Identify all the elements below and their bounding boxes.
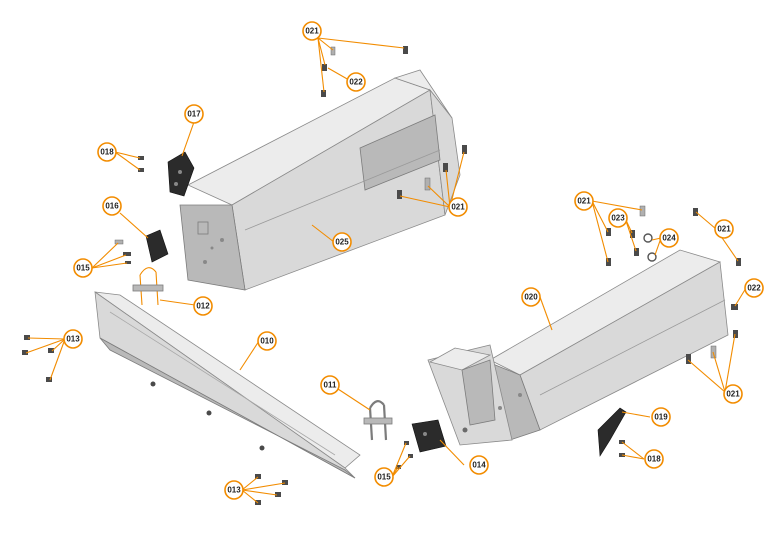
svg-text:022: 022 xyxy=(747,284,761,293)
svg-text:012: 012 xyxy=(196,302,210,311)
svg-text:010: 010 xyxy=(260,337,274,346)
frame-rail-025 xyxy=(179,69,461,291)
frame-rail-020 xyxy=(427,249,729,446)
callout-015-left: 015 xyxy=(73,258,93,278)
svg-text:018: 018 xyxy=(647,455,661,464)
callout-013-bottom: 013 xyxy=(224,480,244,500)
svg-text:021: 021 xyxy=(717,225,731,234)
cross-member-010 xyxy=(94,291,361,479)
svg-text:025: 025 xyxy=(335,238,349,247)
callout-011: 011 xyxy=(320,375,340,395)
svg-text:019: 019 xyxy=(654,413,668,422)
svg-text:024: 024 xyxy=(662,234,676,243)
svg-text:021: 021 xyxy=(577,197,591,206)
callout-017: 017 xyxy=(184,104,204,124)
callout-021-right: 021 xyxy=(714,219,734,239)
svg-text:015: 015 xyxy=(76,264,90,273)
callout-020: 020 xyxy=(521,287,541,307)
svg-text:015: 015 xyxy=(377,473,391,482)
svg-text:014: 014 xyxy=(472,461,486,470)
callout-021-middle: 021 xyxy=(448,197,468,217)
svg-text:016: 016 xyxy=(105,202,119,211)
svg-text:021: 021 xyxy=(305,27,319,36)
block-014 xyxy=(411,419,447,453)
svg-text:021: 021 xyxy=(726,390,740,399)
svg-text:018: 018 xyxy=(100,148,114,157)
svg-text:020: 020 xyxy=(524,293,538,302)
callout-016: 016 xyxy=(102,196,122,216)
svg-text:023: 023 xyxy=(611,214,625,223)
bracket-019 xyxy=(597,407,627,457)
callout-014: 014 xyxy=(469,455,489,475)
callout-015-bottom: 015 xyxy=(374,467,394,487)
u-bolt-012 xyxy=(132,267,164,306)
callout-010: 010 xyxy=(257,331,277,351)
callout-025: 025 xyxy=(332,232,352,252)
svg-text:011: 011 xyxy=(324,381,337,390)
callout-018-right: 018 xyxy=(644,449,664,469)
leader-lines xyxy=(25,37,747,504)
svg-text:013: 013 xyxy=(227,486,241,495)
callout-012: 012 xyxy=(193,296,213,316)
callout-022-right: 022 xyxy=(744,278,764,298)
callout-013-left: 013 xyxy=(63,329,83,349)
svg-text:022: 022 xyxy=(349,78,363,87)
callout-022-top: 022 xyxy=(346,72,366,92)
callout-021-top: 021 xyxy=(302,21,322,41)
callout-019: 019 xyxy=(651,407,671,427)
u-bolt-011 xyxy=(363,400,393,441)
callout-023: 023 xyxy=(608,208,628,228)
bracket-017 xyxy=(167,151,195,197)
svg-text:017: 017 xyxy=(187,110,201,119)
callout-021-right-top: 021 xyxy=(574,191,594,211)
callout-018-left: 018 xyxy=(97,142,117,162)
callout-024: 024 xyxy=(659,228,679,248)
block-016 xyxy=(145,229,169,263)
svg-text:021: 021 xyxy=(451,203,465,212)
callout-021-right-bottom: 021 xyxy=(723,384,743,404)
svg-text:013: 013 xyxy=(66,335,80,344)
